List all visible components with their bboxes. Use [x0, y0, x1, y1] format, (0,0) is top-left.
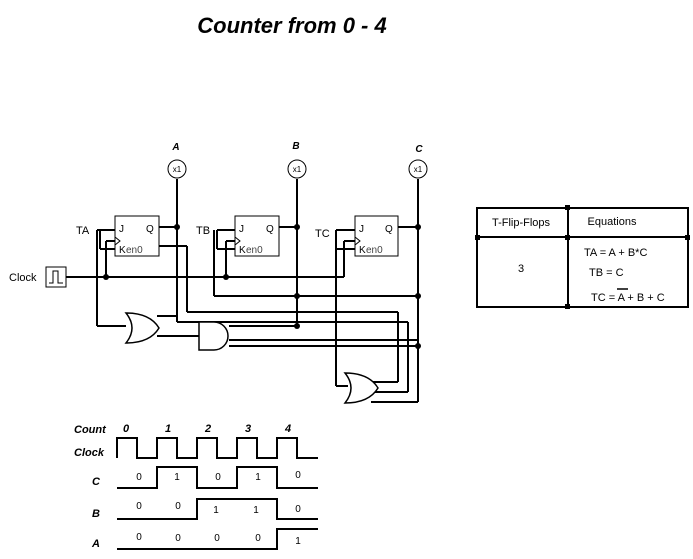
a-value-4: 1	[295, 536, 301, 547]
probe-c: C x1	[408, 144, 428, 179]
c-waveform	[117, 466, 318, 489]
c-value-3: 1	[255, 472, 261, 483]
timing-label-c: C	[92, 476, 101, 488]
flip-flop-b-pin-q: Q	[266, 224, 274, 235]
equation-ta: TA = A + B*C	[584, 247, 647, 259]
flip-flop-a-pin-j: J	[119, 224, 124, 235]
clock-label: Clock	[9, 272, 37, 284]
count-3: 3	[245, 423, 251, 435]
wires	[66, 179, 419, 403]
table-count: 3	[518, 263, 524, 275]
square-wave-icon	[49, 270, 63, 284]
c-value-0: 0	[136, 472, 142, 483]
timing-label-a: A	[91, 538, 100, 550]
or-gate-a	[124, 312, 160, 344]
probe-c-label: x1	[414, 165, 423, 174]
and-gate	[198, 321, 229, 351]
flip-flop-a-input-label: TA	[76, 225, 90, 237]
probe-a-label: x1	[173, 165, 182, 174]
equation-tc: TC = A + B + C	[591, 292, 665, 304]
probe-c-name: C	[415, 144, 423, 155]
table-header-flipflops: T-Flip-Flops	[492, 217, 551, 229]
page-title: Counter from 0 - 4	[197, 13, 386, 38]
flip-flop-c-pin-en: en0	[366, 245, 383, 256]
probe-a-name: A	[171, 142, 179, 153]
flip-flop-c: TC J Q K en0	[315, 215, 399, 257]
flip-flop-b: TB J Q K en0	[196, 215, 280, 257]
flip-flop-a-pin-k: K	[119, 245, 126, 256]
probe-b: B x1	[287, 141, 307, 179]
count-1: 1	[165, 423, 171, 435]
table-header-equations: Equations	[588, 216, 637, 228]
timing-label-clock: Clock	[74, 447, 105, 459]
timing-label-b: B	[92, 508, 100, 520]
count-2: 2	[204, 423, 211, 435]
count-0: 0	[123, 423, 130, 435]
wire-junctions	[103, 224, 421, 349]
a-value-3: 0	[255, 533, 261, 544]
flip-flop-b-pin-j: J	[239, 224, 244, 235]
flip-flop-c-input-label: TC	[315, 228, 330, 240]
flip-flop-b-input-label: TB	[196, 225, 210, 237]
clock-source: Clock	[9, 266, 67, 288]
c-value-1: 1	[174, 472, 180, 483]
probe-b-name: B	[292, 141, 299, 152]
b-value-4: 0	[295, 504, 301, 515]
b-value-2: 1	[213, 505, 219, 516]
b-waveform	[117, 498, 318, 520]
timing-diagram: Count Clock C B A 0 1 2 3 4 0 1 0 1 0 0 …	[74, 423, 318, 550]
b-value-1: 0	[175, 501, 181, 512]
a-value-2: 0	[214, 533, 220, 544]
a-waveform	[117, 528, 318, 550]
flip-flop-b-pin-en: en0	[246, 245, 263, 256]
a-value-1: 0	[175, 533, 181, 544]
probe-b-label: x1	[293, 165, 302, 174]
flip-flop-c-pin-j: J	[359, 224, 364, 235]
b-value-0: 0	[136, 501, 142, 512]
flip-flop-a: TA J Q K en0	[76, 215, 160, 257]
flip-flop-a-pin-q: Q	[146, 224, 154, 235]
count-4: 4	[284, 423, 291, 435]
equation-tb: TB = C	[589, 267, 624, 279]
clock-waveform	[116, 437, 318, 459]
timing-label-count: Count	[74, 424, 107, 436]
b-value-3: 1	[253, 505, 259, 516]
flip-flop-b-pin-k: K	[239, 245, 246, 256]
flip-flop-a-pin-en: en0	[126, 245, 143, 256]
a-value-0: 0	[136, 532, 142, 543]
c-value-2: 0	[215, 472, 221, 483]
equations-table: T-Flip-Flops Equations 3 TA = A + B*C TB…	[475, 205, 690, 309]
c-value-4: 0	[295, 470, 301, 481]
or-gate-c	[343, 372, 379, 404]
flip-flop-c-pin-k: K	[359, 245, 366, 256]
probe-a: A x1	[167, 142, 187, 179]
flip-flop-c-pin-q: Q	[385, 224, 393, 235]
